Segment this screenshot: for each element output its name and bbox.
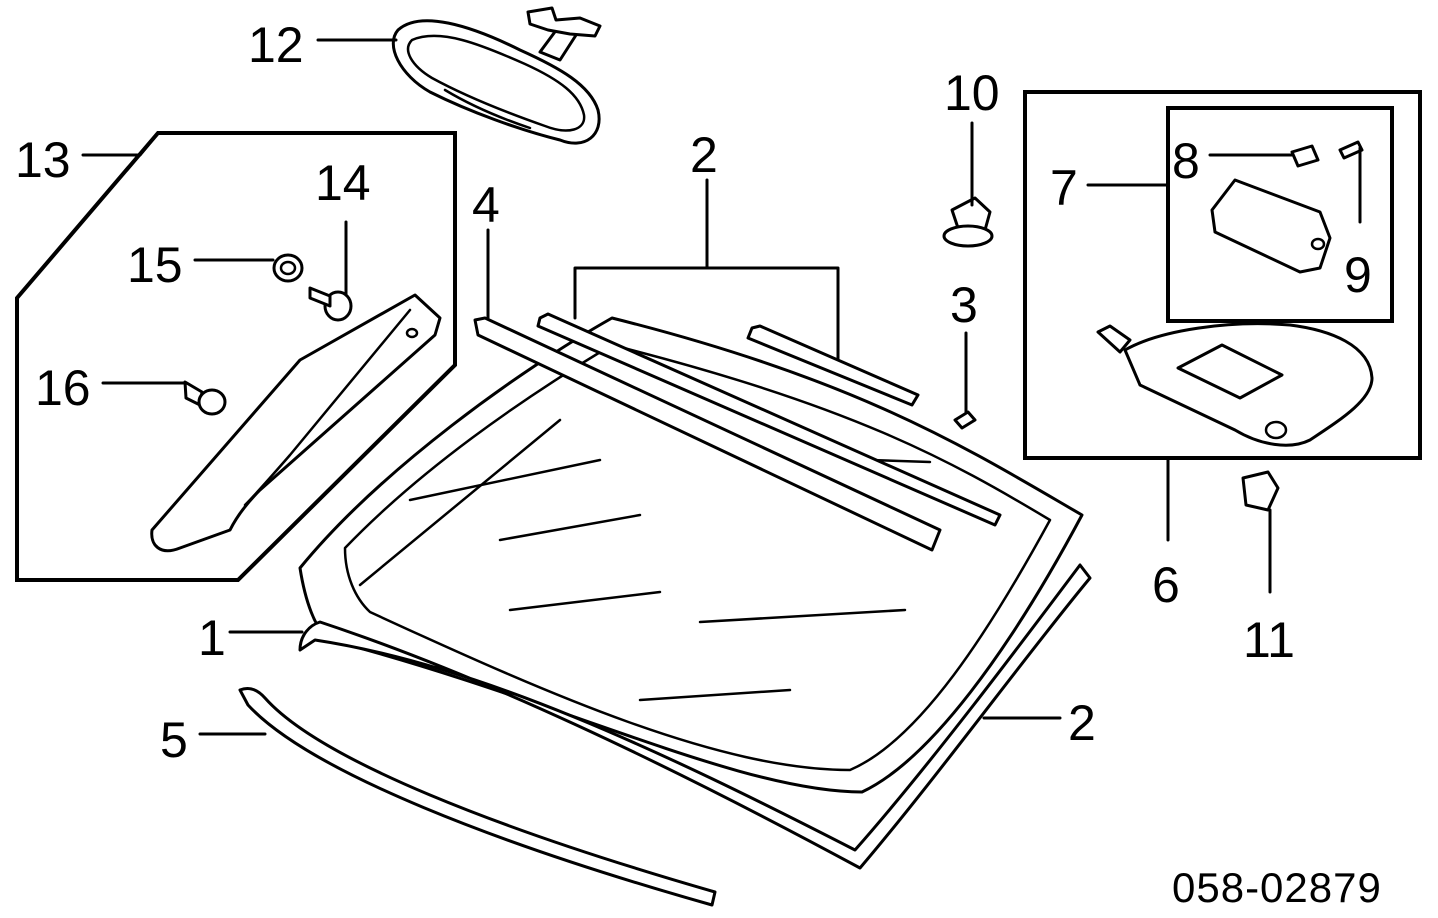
callout-8: 8: [1172, 133, 1200, 189]
reference-number: 058-02879: [1172, 864, 1382, 911]
part-14-clip: [308, 286, 353, 322]
callout-6: 6: [1152, 557, 1180, 613]
callout-15: 15: [127, 237, 183, 293]
callout-2-top: 2: [690, 127, 718, 183]
part-2-upper-moulding: [536, 312, 1002, 527]
part-12-rearview-mirror: [391, 6, 602, 145]
callout-13: 13: [15, 132, 71, 188]
group-frame-13: [15, 131, 457, 582]
callout-7: 7: [1050, 160, 1078, 216]
callout-5: 5: [160, 712, 188, 768]
part-3-clip: [953, 410, 977, 430]
callout-9: 9: [1344, 247, 1372, 303]
callout-3: 3: [950, 277, 978, 333]
callout-4: 4: [472, 177, 500, 233]
leader-13: [81, 131, 160, 157]
part-10-clip: [942, 196, 994, 248]
part-4-upper-seal: [473, 316, 942, 552]
callout-14: 14: [315, 155, 371, 211]
part-16-clip: [183, 380, 227, 416]
callout-2-right: 2: [1068, 695, 1096, 751]
group-frame-6: [1023, 90, 1422, 460]
part-13-pillar-garnish: [150, 293, 442, 553]
part-9-pin: [1338, 140, 1364, 160]
callout-12: 12: [248, 17, 304, 73]
callout-11: 11: [1243, 612, 1295, 668]
part-7-vanity-lamp: [1210, 178, 1332, 274]
part-11-clip: [1241, 470, 1280, 512]
callout-16: 16: [35, 360, 91, 416]
part-6-sun-visor: [1096, 322, 1374, 447]
part-15-grommet: [272, 253, 304, 283]
group-frame-7: [1166, 106, 1394, 323]
callout-1: 1: [198, 610, 226, 666]
callout-10: 10: [944, 65, 1000, 121]
part-5-dam-rubber: [238, 686, 717, 907]
part-2-lower-moulding: [298, 563, 1092, 870]
part-8-bulb: [1290, 144, 1320, 168]
